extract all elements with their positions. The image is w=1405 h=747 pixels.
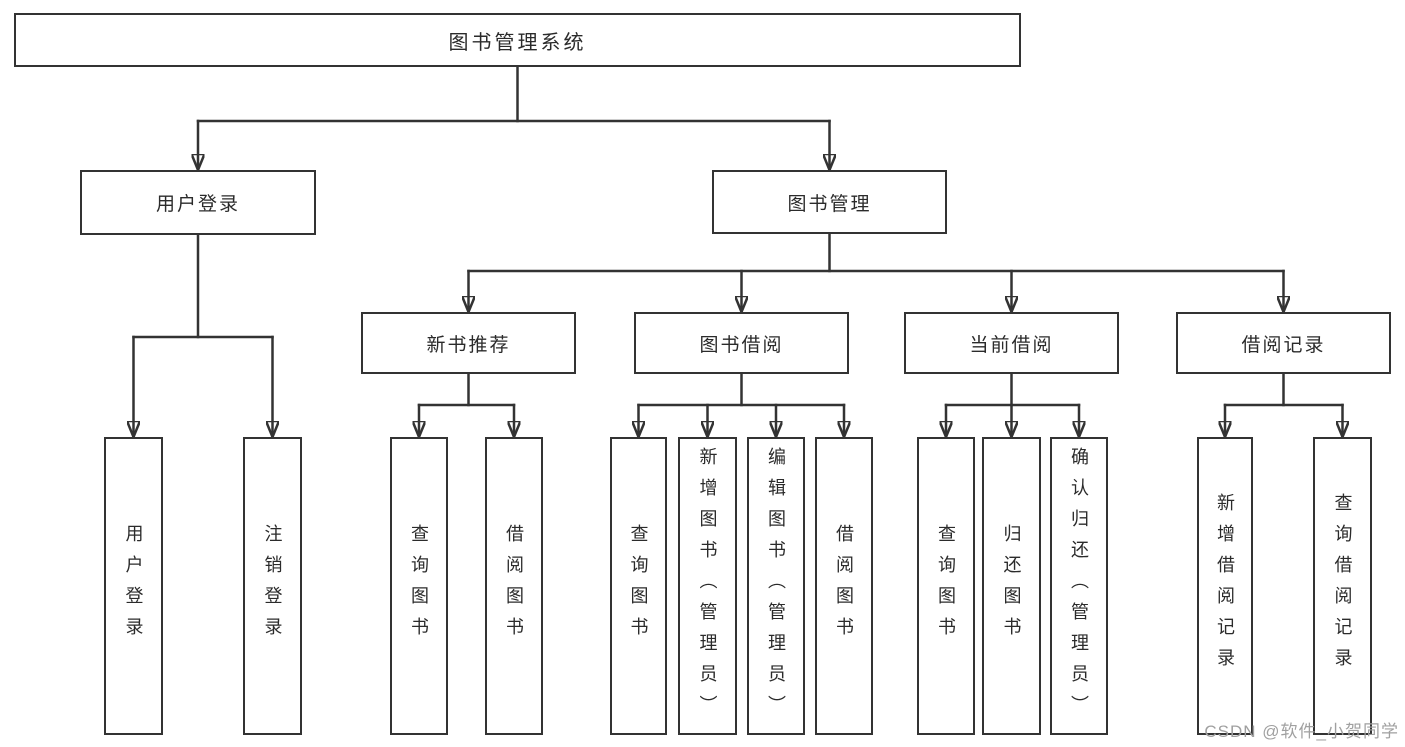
node-new-book-recommendation: 新书推荐	[361, 312, 576, 374]
node-add-borrow-record: 新增借阅记录	[1197, 437, 1253, 735]
node-return-books: 归还图书	[982, 437, 1041, 735]
node-book-borrowing: 图书借阅	[634, 312, 849, 374]
node-edit-books-admin: 编辑图书（管理员）	[747, 437, 805, 735]
node-borrowing-records: 借阅记录	[1176, 312, 1391, 374]
node-query-books-borrowing: 查询图书	[610, 437, 667, 735]
node-query-borrow-record: 查询借阅记录	[1313, 437, 1372, 735]
node-user-login: 用户登录	[80, 170, 316, 235]
node-query-books-current: 查询图书	[917, 437, 975, 735]
node-add-books-admin: 新增图书（管理员）	[678, 437, 737, 735]
watermark: CSDN @软件_小贺同学	[1204, 722, 1399, 741]
node-borrow-books-recommend: 借阅图书	[485, 437, 543, 735]
node-current-borrowing: 当前借阅	[904, 312, 1119, 374]
node-library-management-system: 图书管理系统	[14, 13, 1021, 67]
node-user-login-leaf: 用户登录	[104, 437, 163, 735]
node-borrow-books-leaf: 借阅图书	[815, 437, 873, 735]
node-book-management: 图书管理	[712, 170, 947, 234]
node-query-books-recommend: 查询图书	[390, 437, 448, 735]
node-confirm-return-admin: 确认归还（管理员）	[1050, 437, 1108, 735]
node-logout: 注销登录	[243, 437, 302, 735]
